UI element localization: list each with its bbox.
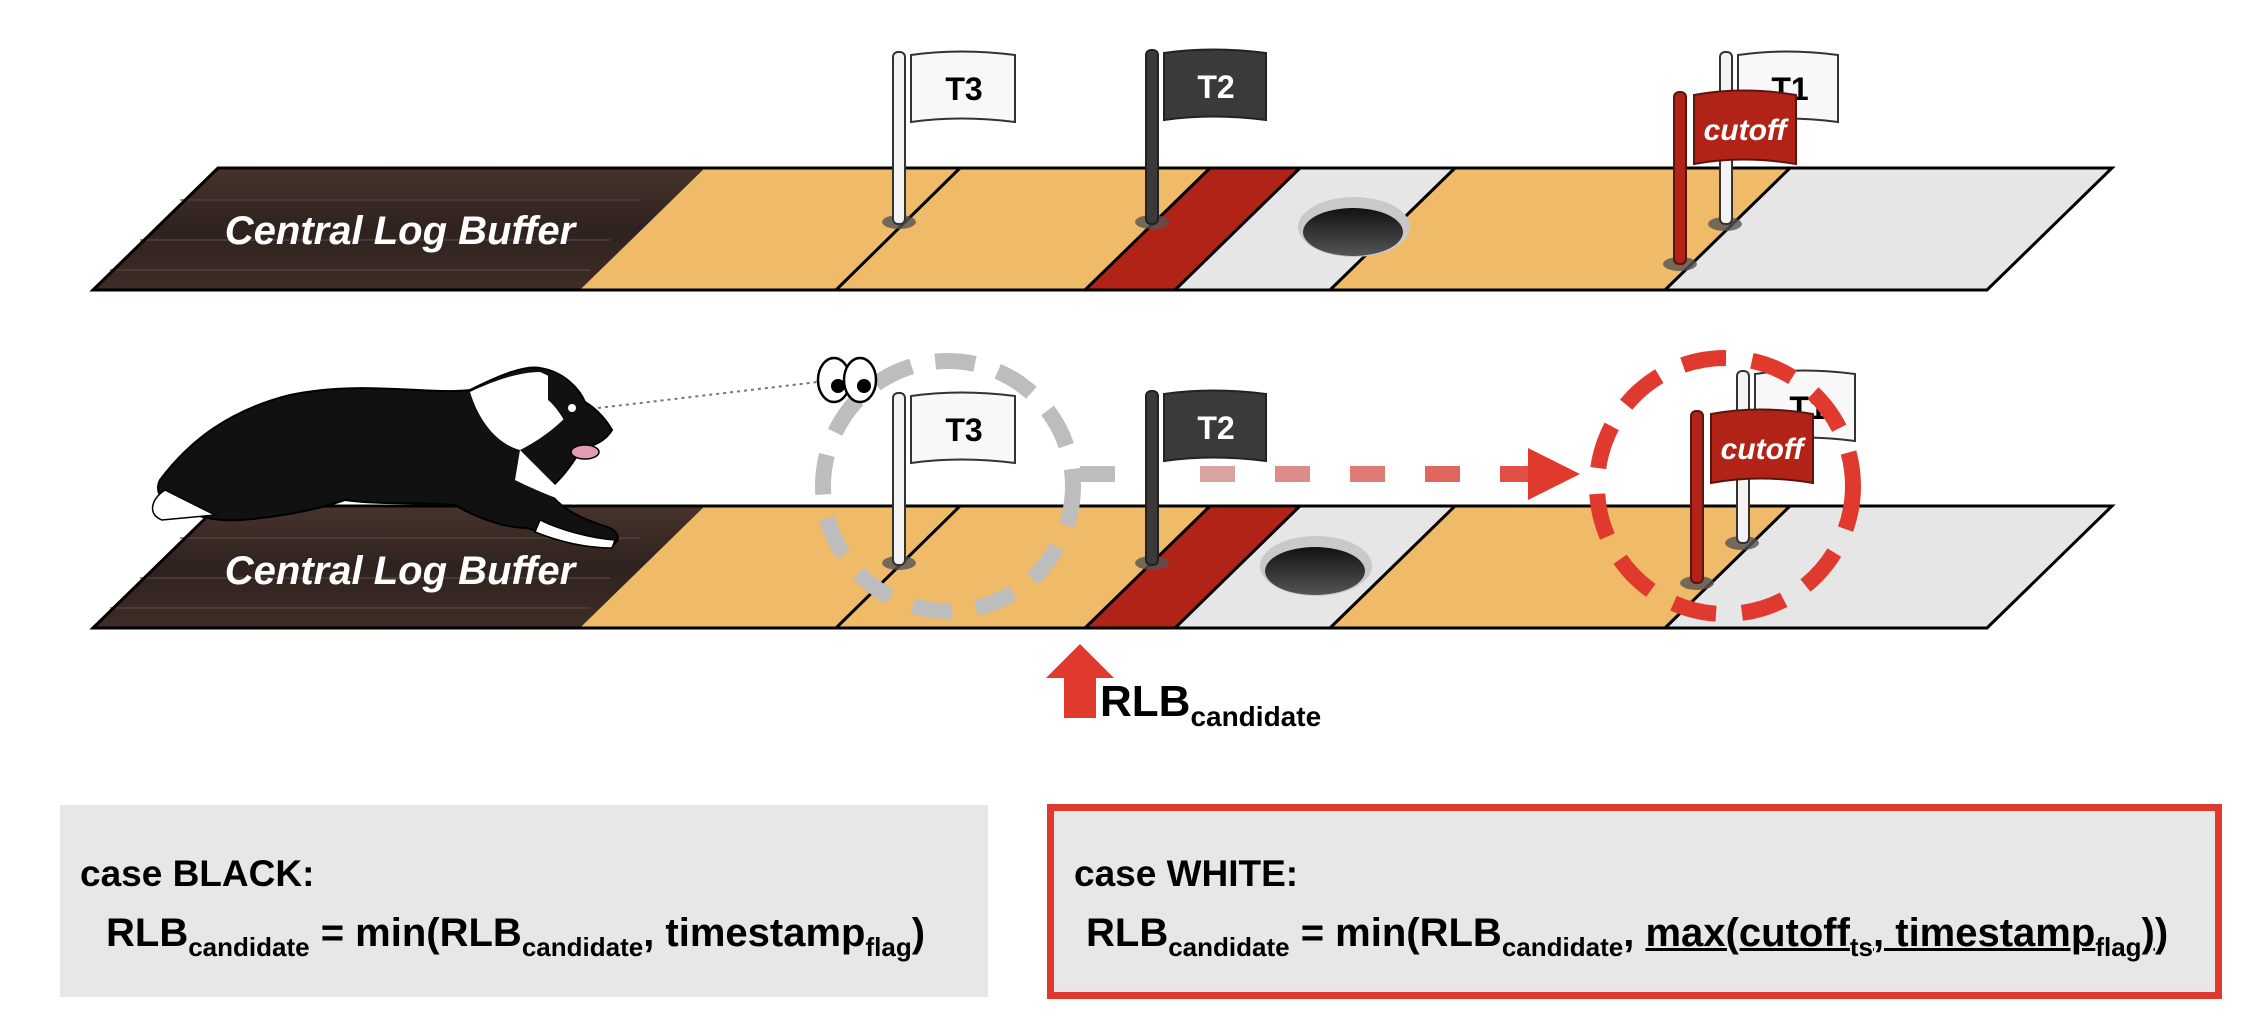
dog-illustration <box>151 366 619 549</box>
case-black-title: case BLACK: <box>80 853 315 894</box>
flag-label-t3: T3 <box>945 71 982 107</box>
flag-t2: T2 <box>1135 48 1267 229</box>
red-segment <box>1085 168 1300 290</box>
flag-label-t3: T3 <box>945 412 982 448</box>
flag-cutoff: cutoff <box>1680 408 1814 590</box>
flag-label-t2: T2 <box>1197 410 1234 446</box>
flag-t3: T3 <box>882 391 1016 570</box>
track-top: Central Log Buffer T3 T2 T1 cutoff <box>89 48 2116 292</box>
case-black-box: case BLACK: RLBcandidate = min(RLBcandid… <box>60 805 988 997</box>
track-label: Central Log Buffer <box>225 209 578 253</box>
line-of-sight <box>597 381 819 409</box>
wood-light-segment <box>1330 506 1790 628</box>
flag-t2: T2 <box>1135 389 1267 570</box>
red-segment <box>1085 506 1300 628</box>
t3-highlight-circle <box>815 353 1081 619</box>
rlb-candidate-marker: RLBcandidate <box>1046 644 1321 732</box>
flag-label-cutoff: cutoff <box>1721 433 1807 466</box>
eyes-icon <box>816 356 878 404</box>
case-white-title: case WHITE: <box>1074 853 1299 894</box>
rlb-candidate-label: RLBcandidate <box>1100 677 1321 732</box>
up-arrow-icon <box>1046 644 1114 718</box>
case-white-formula: RLBcandidate = min(RLBcandidate, max(cut… <box>1086 911 2169 962</box>
track-label: Central Log Buffer <box>225 549 578 593</box>
wood-dark-segment <box>93 168 705 290</box>
flag-t3: T3 <box>882 50 1016 229</box>
cutoff-highlight-circle <box>1589 350 1861 622</box>
flag-label-t2: T2 <box>1197 69 1234 105</box>
case-white-box: case WHITE: RLBcandidate = min(RLBcandid… <box>1047 804 2222 999</box>
flag-cutoff: cutoff <box>1663 89 1797 271</box>
dashed-arrow <box>1080 448 1580 500</box>
case-black-formula: RLBcandidate = min(RLBcandidate, timesta… <box>106 911 926 962</box>
grey-segment <box>1665 168 2112 290</box>
arrow-head <box>1528 448 1580 500</box>
flag-label-cutoff: cutoff <box>1704 114 1790 147</box>
track-bottom: Central Log Buffer T3 T2 T1 cutoff <box>89 350 2116 630</box>
